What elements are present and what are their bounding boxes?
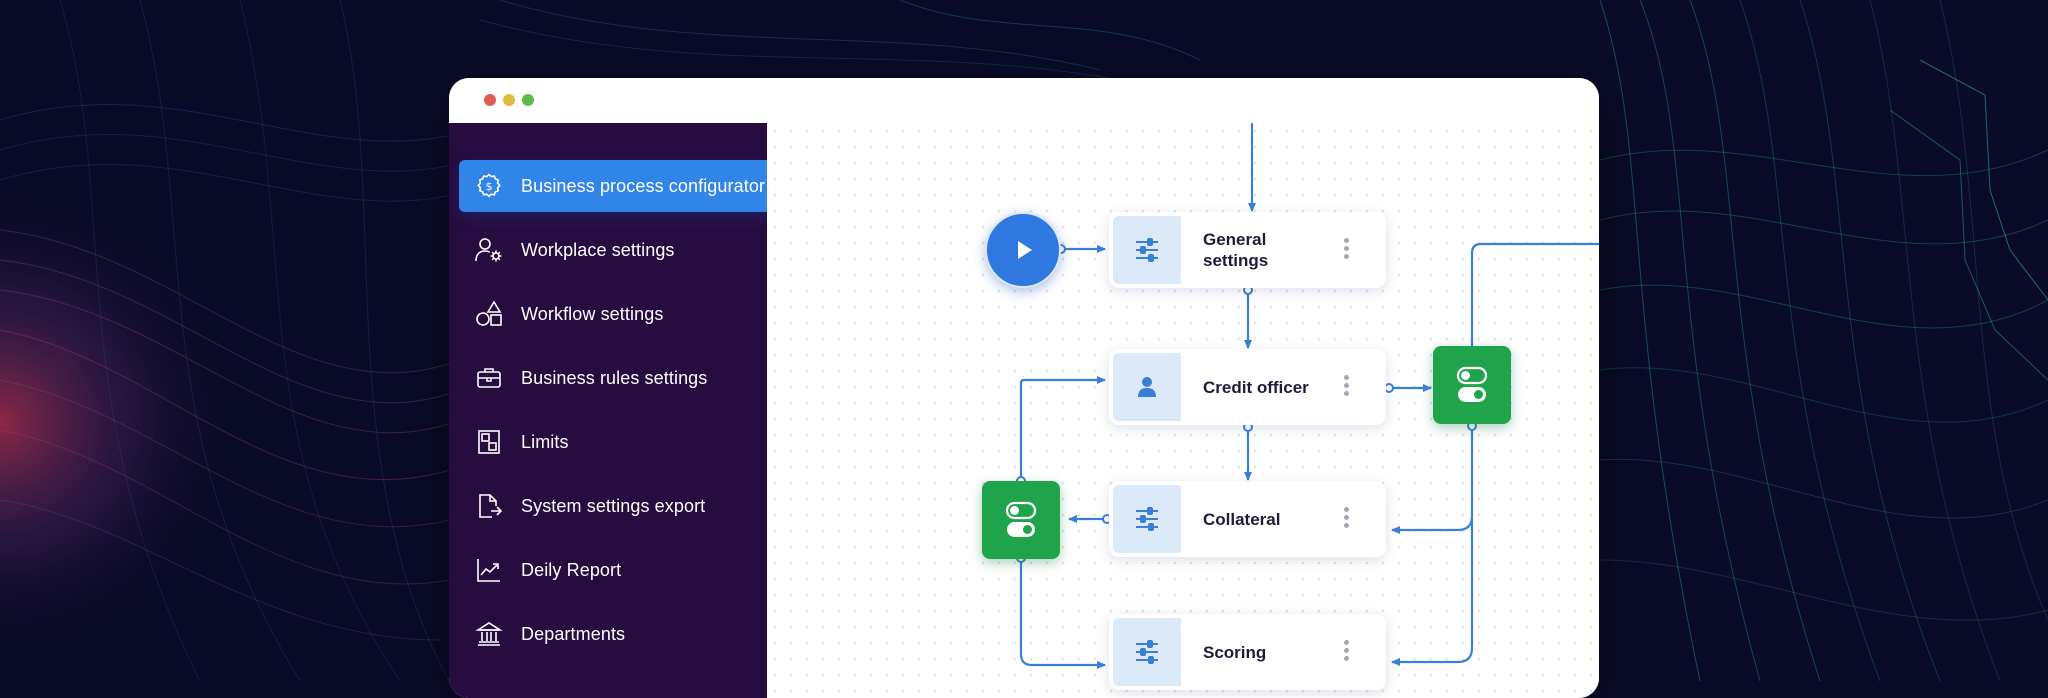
node-menu-button[interactable] [1341, 507, 1351, 533]
sliders-icon [1113, 618, 1181, 686]
app-window: $ Business process configurator Workplac… [449, 78, 1599, 698]
node-label: Credit officer [1203, 377, 1309, 397]
sidebar-item-business-rules-settings[interactable]: Business rules settings [459, 352, 811, 404]
close-window-button[interactable] [484, 94, 496, 106]
node-menu-button[interactable] [1341, 238, 1351, 264]
sliders-icon [1113, 485, 1181, 553]
window-titlebar [449, 78, 1599, 123]
sidebar-item-daily-report[interactable]: Deily Report [459, 544, 811, 596]
sidebar-item-label: Limits [521, 431, 569, 452]
sidebar-item-system-settings-export[interactable]: System settings export [459, 480, 811, 532]
sidebar [449, 123, 767, 698]
minimize-window-button[interactable] [503, 94, 515, 106]
layout-icon [474, 427, 504, 457]
gateway-node-left[interactable] [982, 481, 1060, 559]
sliders-icon [1113, 216, 1181, 284]
briefcase-icon [474, 363, 504, 393]
shapes-icon [474, 299, 504, 329]
sidebar-item-label: Business process configurator [521, 175, 766, 196]
sidebar-item-label: System settings export [521, 495, 706, 516]
bank-icon [474, 619, 504, 649]
node-label: Scoring [1203, 642, 1267, 662]
node-menu-button[interactable] [1341, 375, 1351, 401]
sidebar-item-business-process-configurator[interactable]: $ Business process configurator [459, 160, 811, 212]
svg-text:$: $ [485, 180, 492, 193]
toggle-gateway-icon [1005, 501, 1037, 537]
sidebar-item-label: Deily Report [521, 559, 622, 580]
sidebar-item-label: Business rules settings [521, 367, 708, 388]
maximize-window-button[interactable] [522, 94, 534, 106]
node-label: Collateral [1203, 509, 1281, 529]
sidebar-item-label: Departments [521, 623, 626, 644]
sidebar-item-departments[interactable]: Departments [459, 608, 811, 660]
sidebar-item-workflow-settings[interactable]: Workflow settings [459, 288, 811, 340]
chart-trend-icon [474, 555, 504, 585]
flow-node-general-settings[interactable]: General settings [1109, 212, 1386, 288]
sidebar-item-label: Workflow settings [521, 303, 664, 324]
dollar-gear-icon: $ [474, 171, 504, 201]
user-gear-icon [474, 235, 504, 265]
flow-node-scoring[interactable]: Scoring [1109, 614, 1386, 690]
sidebar-item-workplace-settings[interactable]: Workplace settings [459, 224, 811, 276]
flow-node-credit-officer[interactable]: Credit officer [1109, 349, 1386, 425]
flow-node-collateral[interactable]: Collateral [1109, 481, 1386, 557]
file-export-icon [474, 491, 504, 521]
play-icon [1018, 241, 1032, 259]
start-node[interactable] [985, 212, 1061, 288]
node-label: General settings [1203, 230, 1269, 270]
person-icon [1113, 353, 1181, 421]
toggle-gateway-icon [1456, 366, 1488, 402]
node-menu-button[interactable] [1341, 640, 1351, 666]
gateway-node-right[interactable] [1433, 346, 1511, 424]
sidebar-item-limits[interactable]: Limits [459, 416, 811, 468]
sidebar-item-label: Workplace settings [521, 239, 675, 260]
